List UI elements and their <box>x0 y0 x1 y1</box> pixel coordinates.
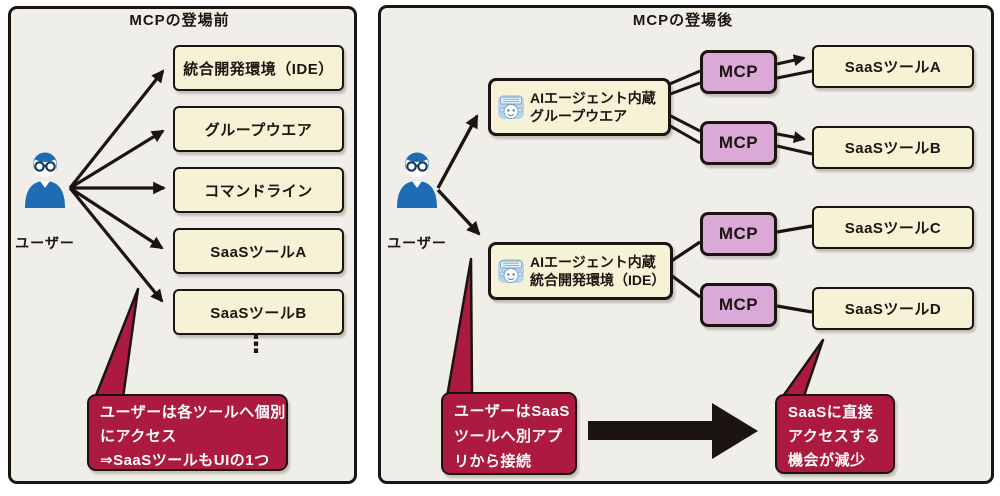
callout-line: SaaSに直接 <box>788 404 874 421</box>
more-tools-ellipsis: ⋮ <box>244 331 268 358</box>
user-after: ユーザー <box>382 150 452 253</box>
box-saas-c: SaaSツールC <box>812 206 974 249</box>
box-commandline: コマンドライン <box>173 167 344 213</box>
panel-title-before: MCPの登場前 <box>129 12 230 29</box>
box-mcp-d: MCP <box>700 283 777 327</box>
box-saas-b-before: SaaSツールB <box>173 289 344 335</box>
box-groupware: グループウエア <box>173 106 344 152</box>
callout-direct: SaaSに直接 アクセスする 機会が減少 <box>775 394 895 474</box>
box-ai-groupware: AIエージェント内蔵 グループウエア <box>488 78 671 136</box>
hub-label: AIエージェント内蔵 グループウエア <box>530 89 656 125</box>
callout-line: 機会が減少 <box>788 452 866 469</box>
user-label-after: ユーザー <box>387 235 447 251</box>
callout-line: ユーザーは各ツールへ個別 <box>100 404 286 421</box>
box-mcp-b: MCP <box>700 121 777 165</box>
callout-line: ユーザーはSaaS <box>454 403 570 420</box>
user-icon <box>25 152 65 208</box>
box-ai-ide: AIエージェント内蔵 統合開発環境（IDE） <box>488 242 673 300</box>
hub-label: AIエージェント内蔵 統合開発環境（IDE） <box>530 253 665 289</box>
callout-line: リから接続 <box>454 453 532 470</box>
hub-line: 統合開発環境（IDE） <box>530 272 666 288</box>
box-mcp-a: MCP <box>700 50 777 94</box>
callout-line: アクセスする <box>788 428 881 445</box>
hub-line: グループウエア <box>530 108 628 124</box>
panel-title-after: MCPの登場後 <box>632 12 734 29</box>
user-before: ユーザー <box>10 150 80 253</box>
hub-line: AIエージェント内蔵 <box>530 253 656 270</box>
box-saas-a-before: SaaSツールA <box>173 228 344 274</box>
user-icon <box>397 152 437 208</box>
hub-line: AIエージェント内蔵 <box>530 89 656 106</box>
callout-before: ユーザーは各ツールへ個別 にアクセス ⇒SaaSツールもUIの1つ <box>87 394 288 471</box>
box-saas-d: SaaSツールD <box>812 287 974 330</box>
callout-line: ⇒SaaSツールもUIの1つ <box>100 452 270 469</box>
user-label-before: ユーザー <box>15 235 75 251</box>
ai-agent-icon <box>498 259 524 283</box>
box-saas-b: SaaSツールB <box>812 126 974 169</box>
callout-line: にアクセス <box>100 428 177 445</box>
box-mcp-c: MCP <box>700 212 777 256</box>
callout-apps: ユーザーはSaaS ツールへ別アプ リから接続 <box>441 392 577 475</box>
box-saas-a: SaaSツールA <box>812 45 974 88</box>
callout-line: ツールへ別アプ <box>454 428 563 445</box>
box-ide: 統合開発環境（IDE） <box>173 45 344 91</box>
ai-agent-icon <box>498 95 524 119</box>
